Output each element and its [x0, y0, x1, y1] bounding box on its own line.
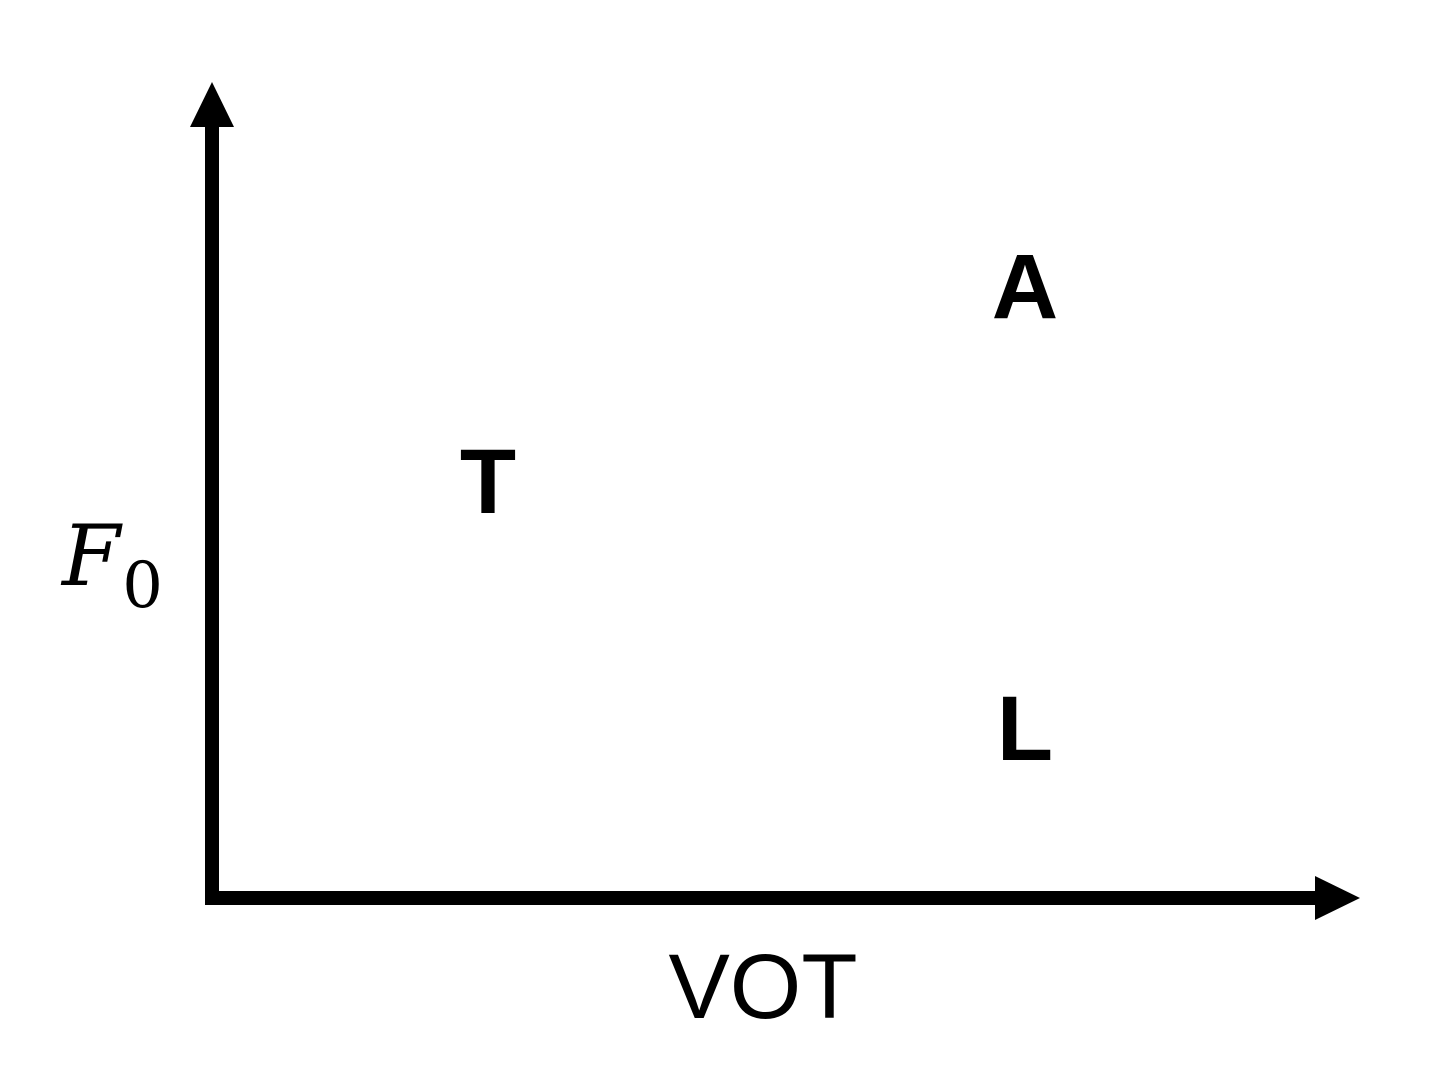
y-axis-label-main: F [60, 507, 123, 605]
x-axis-label: VOT [668, 936, 857, 1038]
point-label-a: A [992, 236, 1058, 338]
y-axis [190, 82, 234, 903]
y-axis-label-subscript: 0 [122, 549, 163, 623]
x-axis [205, 876, 1360, 920]
point-label-l: L [997, 678, 1053, 780]
x-axis-arrowhead [1315, 876, 1360, 920]
point-label-t: T [460, 431, 516, 533]
y-axis-arrowhead [190, 82, 234, 127]
y-axis-label: F0 [60, 507, 163, 623]
